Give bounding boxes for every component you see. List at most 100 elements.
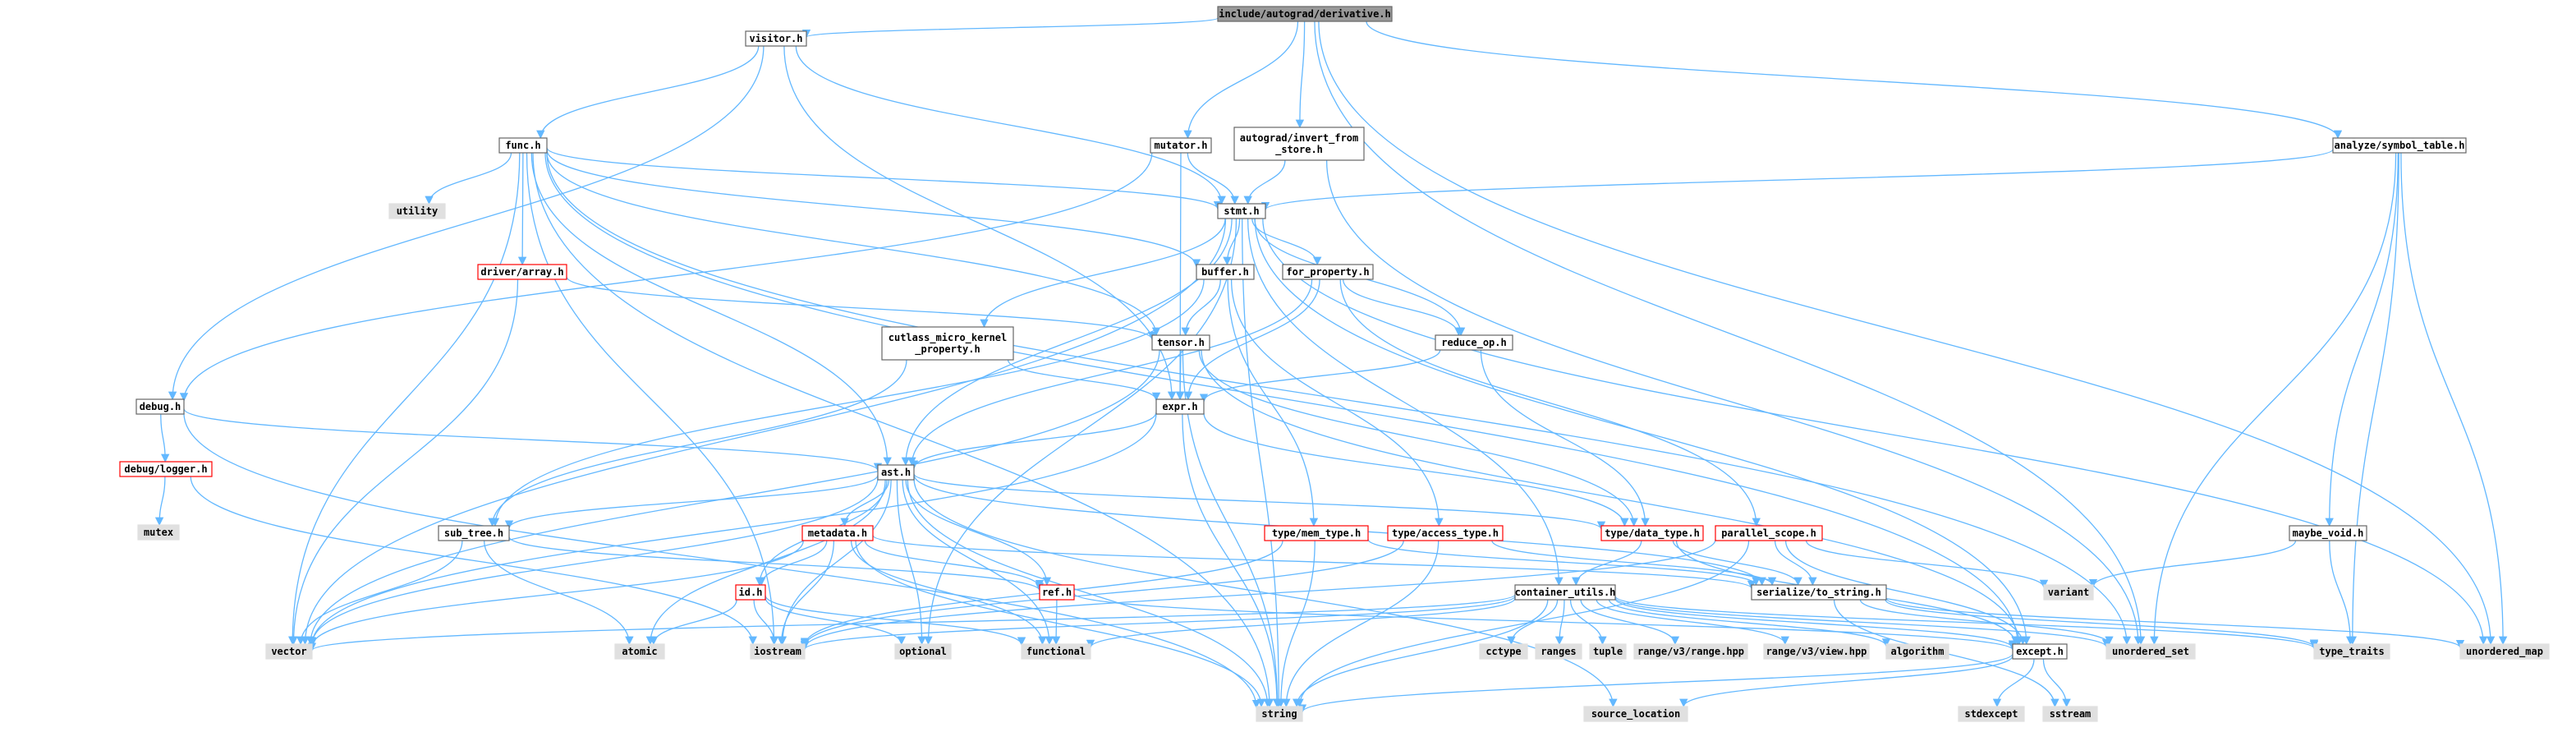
edge-idh-to-atomic: [649, 599, 737, 646]
node-stdexcept[interactable]: stdexcept: [1958, 706, 2025, 722]
node-tensor-box: [1151, 334, 1210, 351]
node-typetraits[interactable]: type_traits: [2313, 643, 2390, 660]
node-visitor-box: [745, 30, 807, 47]
node-debug[interactable]: debug.h: [135, 398, 185, 415]
node-except[interactable]: except.h: [2012, 643, 2068, 660]
node-ranges[interactable]: ranges: [1535, 643, 1582, 660]
node-refh-box: [1039, 584, 1075, 601]
node-stmt[interactable]: stmt.h: [1217, 203, 1266, 219]
edge-subtree-to-atomic: [483, 540, 634, 646]
node-serialize[interactable]: serialize/to_string.h: [1751, 584, 1887, 601]
edge-invert-to-stmt: [1243, 159, 1286, 205]
node-buffer-box: [1196, 264, 1255, 280]
edge-metadata-to-iostream: [777, 540, 835, 646]
edge-func-to-vector: [288, 152, 521, 646]
edge-container-to-string: [1293, 599, 1549, 708]
node-utility[interactable]: utility: [388, 203, 446, 219]
edge-func-to-iostream: [526, 152, 778, 646]
node-idh[interactable]: id.h: [735, 584, 766, 601]
edge-metadata-to-string: [855, 540, 1266, 708]
node-visitor[interactable]: visitor.h: [745, 30, 807, 47]
edge-func-to-stmt: [546, 147, 1222, 210]
node-analyze[interactable]: analyze/symbol_table.h: [2332, 137, 2467, 154]
edge-accesstype-to-string: [1282, 540, 1440, 708]
node-tensor[interactable]: tensor.h: [1151, 334, 1210, 351]
node-serialize-box: [1751, 584, 1887, 601]
node-invert[interactable]: autograd/invert_from_store.h: [1233, 127, 1365, 161]
node-func[interactable]: func.h: [498, 137, 548, 154]
edge-mutator-to-debug: [179, 152, 1153, 402]
node-algorithm[interactable]: algorithm: [1885, 643, 1949, 660]
node-maybevoid-label: maybe_void.h: [2293, 527, 2364, 540]
edge-cutlass-to-subtree: [488, 359, 907, 527]
node-variant-label: variant: [2048, 587, 2090, 598]
node-derivative[interactable]: include/autograd/derivative.h: [1217, 6, 1393, 22]
node-mutex-label: mutex: [144, 527, 173, 538]
node-driverarray[interactable]: driver/array.h: [477, 264, 567, 280]
node-refh[interactable]: ref.h: [1039, 584, 1075, 601]
node-ast[interactable]: ast.h: [877, 464, 915, 481]
edge-logger-to-iostream: [190, 476, 757, 646]
edge-driverarray-to-vector: [289, 279, 519, 646]
node-metadata[interactable]: metadata.h: [801, 525, 874, 541]
node-memtype[interactable]: type/mem_type.h: [1264, 525, 1369, 541]
node-unorderedmap[interactable]: unordered_map: [2459, 643, 2550, 660]
node-cctype[interactable]: cctype: [1479, 643, 1528, 660]
edge-reduceop-to-expr: [1199, 349, 1441, 403]
node-reduceop-box: [1435, 334, 1513, 351]
node-variant[interactable]: variant: [2043, 584, 2094, 601]
node-vector[interactable]: vector: [265, 643, 313, 660]
node-maybevoid[interactable]: maybe_void.h: [2289, 525, 2367, 541]
node-forprop[interactable]: for_property.h: [1282, 264, 1374, 280]
node-container[interactable]: container_utils.h: [1514, 584, 1616, 601]
node-rangehpp[interactable]: range/v3/range.hpp: [1633, 643, 1748, 660]
node-sourceloc[interactable]: source_location: [1583, 706, 1688, 722]
node-functional[interactable]: functional: [1021, 643, 1091, 660]
node-unorderedset[interactable]: unordered_set: [2105, 643, 2196, 660]
node-unorderedmap-label: unordered_map: [2466, 646, 2543, 658]
node-visitor-label: visitor.h: [749, 33, 802, 44]
edge-stmt-to-string: [1242, 218, 1283, 708]
node-reduceop[interactable]: reduce_op.h: [1435, 334, 1513, 351]
node-datatype-label: type/data_type.h: [1605, 527, 1700, 540]
node-memtype-label: type/mem_type.h: [1272, 527, 1361, 540]
node-mutator[interactable]: mutator.h: [1150, 137, 1212, 154]
node-accesstype[interactable]: type/access_type.h: [1387, 525, 1504, 541]
node-typetraits-label: type_traits: [2319, 646, 2384, 658]
node-iostream[interactable]: iostream: [750, 643, 806, 660]
node-logger[interactable]: debug/logger.h: [119, 461, 213, 477]
edge-parallel-to-string: [1295, 540, 1750, 708]
node-mutex[interactable]: mutex: [137, 524, 180, 541]
edge-stmt-to-optional: [924, 218, 1237, 646]
node-expr[interactable]: expr.h: [1155, 398, 1205, 415]
edge-forprop-to-ast: [907, 279, 1313, 467]
node-datatype[interactable]: type/data_type.h: [1600, 525, 1704, 541]
node-atomic[interactable]: atomic: [614, 643, 665, 660]
node-viewhpp[interactable]: range/v3/view.hpp: [1763, 643, 1870, 660]
node-logger-label: debug/logger.h: [124, 463, 207, 475]
edge-except-to-sourceloc: [1679, 655, 2014, 708]
node-string[interactable]: string: [1256, 706, 1303, 722]
node-unorderedset-label: unordered_set: [2112, 646, 2189, 658]
edge-mutator-to-stmt: [1187, 152, 1239, 205]
node-tuple[interactable]: tuple: [1589, 643, 1627, 660]
node-optional[interactable]: optional: [894, 643, 952, 660]
node-expr-label: expr.h: [1162, 401, 1197, 412]
edge-func-to-ast: [530, 152, 892, 467]
node-stdexcept-box: [1958, 706, 2025, 722]
node-atomic-label: atomic: [622, 646, 657, 657]
node-string-label: string: [1261, 708, 1297, 720]
node-forprop-label: for_property.h: [1286, 266, 1369, 279]
node-buffer[interactable]: buffer.h: [1196, 264, 1255, 280]
node-parallel[interactable]: parallel_scope.h: [1715, 525, 1823, 541]
edge-invert-to-unorderedset: [1325, 159, 2143, 646]
node-sstream[interactable]: sstream: [2042, 706, 2098, 722]
node-subtree[interactable]: sub_tree.h: [438, 525, 510, 541]
edge-idh-to-iostream: [753, 599, 779, 646]
edge-ast-to-metadata: [840, 479, 890, 527]
node-mutator-box: [1150, 137, 1212, 154]
node-utility-box: [388, 203, 446, 219]
node-forprop-box: [1282, 264, 1374, 280]
node-cutlass[interactable]: cutlass_micro_kernel_property.h: [881, 326, 1014, 361]
edge-ast-to-datatype: [913, 473, 1605, 531]
